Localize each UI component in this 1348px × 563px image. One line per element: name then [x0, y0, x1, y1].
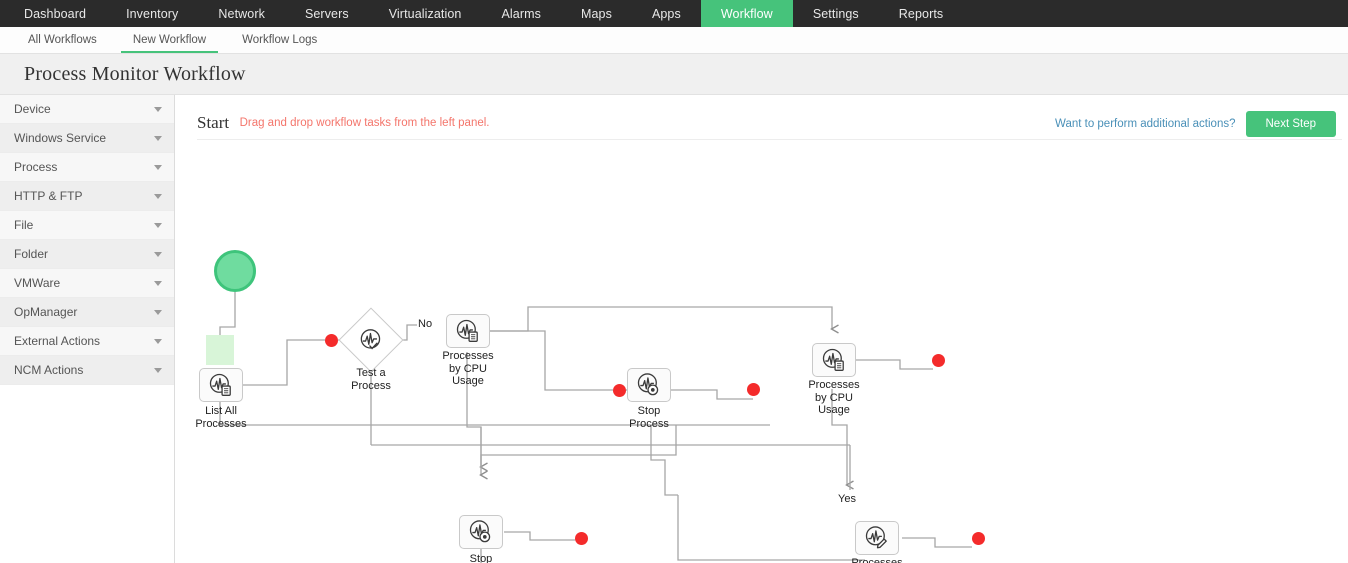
sidebar-item-label: File [14, 218, 34, 232]
gauge-list-icon [209, 373, 231, 396]
tab-new-workflow[interactable]: New Workflow [115, 27, 224, 53]
sidebar-item-process[interactable]: Process [0, 153, 174, 182]
topnav-label: Reports [898, 6, 944, 21]
sidebar-item-ncm-actions[interactable]: NCM Actions [0, 356, 174, 385]
chevron-down-icon[interactable] [154, 164, 162, 170]
drag-drop-hint: Drag and drop workflow tasks from the le… [239, 117, 490, 129]
sidebar-item-label: NCM Actions [14, 363, 84, 377]
topnav-item-network[interactable]: Network [198, 0, 285, 27]
sidebar-item-windows-service[interactable]: Windows Service [0, 124, 174, 153]
canvas-header: Start Drag and drop workflow tasks from … [197, 111, 1342, 139]
topnav-item-workflow[interactable]: Workflow [700, 0, 793, 27]
edge-label-no: No [418, 318, 433, 330]
topnav-item-apps[interactable]: Apps [632, 0, 701, 27]
connector-endpoint-dot[interactable] [613, 384, 626, 397]
connector-endpoint-dot[interactable] [575, 532, 588, 545]
chevron-down-icon[interactable] [154, 106, 162, 112]
topnav-item-maps[interactable]: Maps [561, 0, 632, 27]
sidebar-item-label: External Actions [14, 334, 101, 348]
tab-label: New Workflow [132, 34, 207, 46]
sidebar-item-label: HTTP & FTP [14, 189, 83, 203]
topnav-label: Maps [580, 6, 612, 21]
drop-target-highlight[interactable] [206, 335, 234, 365]
sidebar-item-opmanager[interactable]: OpManager [0, 298, 174, 327]
chevron-down-icon[interactable] [154, 367, 162, 373]
gauge-list-icon [822, 348, 844, 371]
chevron-down-icon[interactable] [154, 309, 162, 315]
sub-tab-bar: All Workflows New Workflow Workflow Logs [0, 27, 1348, 54]
sidebar-item-http-ftp[interactable]: HTTP & FTP [0, 182, 174, 211]
node-processes-by-cpu-usage-1[interactable] [446, 314, 490, 348]
chevron-down-icon[interactable] [154, 280, 162, 286]
sidebar-item-label: OpManager [14, 305, 78, 319]
node-stop-process-2[interactable] [459, 515, 503, 549]
topnav-item-alarms[interactable]: Alarms [481, 0, 561, 27]
sidebar-item-label: Process [14, 160, 58, 174]
sidebar-item-label: VMWare [14, 276, 61, 290]
start-heading: Start [197, 113, 230, 132]
topnav-item-inventory[interactable]: Inventory [106, 0, 198, 27]
node-stop-process-1[interactable] [627, 368, 671, 402]
node-test-a-process-icon-wrap [358, 327, 384, 353]
tab-all-workflows[interactable]: All Workflows [10, 27, 115, 53]
sidebar-item-label: Windows Service [14, 131, 107, 145]
topnav-label: Dashboard [24, 6, 87, 21]
gauge-stop-icon [469, 520, 491, 543]
page-title-bar: Process Monitor Workflow [0, 54, 1348, 95]
topnav-label: Settings [812, 6, 859, 21]
tab-workflow-logs[interactable]: Workflow Logs [224, 27, 335, 53]
gauge-stop-icon [637, 373, 659, 396]
topnav-label: Network [218, 6, 265, 21]
topnav-label: Workflow [720, 6, 773, 21]
tab-label: Workflow Logs [242, 34, 318, 46]
topnav-item-reports[interactable]: Reports [879, 0, 963, 27]
connector-endpoint-dot[interactable] [932, 354, 945, 367]
connector-endpoint-dot[interactable] [972, 532, 985, 545]
edge-label-yes: Yes [838, 493, 856, 505]
additional-actions-link[interactable]: Want to perform additional actions? [1055, 118, 1236, 130]
workflow-start-node[interactable] [214, 250, 256, 292]
chevron-down-icon[interactable] [154, 338, 162, 344]
gauge-list-icon [456, 319, 478, 342]
gauge-write-icon [865, 526, 887, 549]
node-processes-by-disk-write[interactable] [855, 521, 899, 555]
sidebar-item-file[interactable]: File [0, 211, 174, 240]
header-divider [197, 139, 1342, 140]
workflow-canvas[interactable]: Start Drag and drop workflow tasks from … [175, 95, 1348, 563]
topnav-label: Virtualization [388, 6, 462, 21]
canvas-header-actions: Want to perform additional actions? Next… [1055, 111, 1336, 137]
topnav-item-servers[interactable]: Servers [285, 0, 369, 27]
page-title: Process Monitor Workflow [24, 62, 246, 85]
next-step-button[interactable]: Next Step [1245, 111, 1336, 137]
sidebar-item-folder[interactable]: Folder [0, 240, 174, 269]
tab-label: All Workflows [28, 34, 97, 46]
chevron-down-icon[interactable] [154, 193, 162, 199]
task-palette-sidebar: Device Windows Service Process HTTP & FT… [0, 95, 175, 563]
sidebar-item-vmware[interactable]: VMWare [0, 269, 174, 298]
gauge-check-icon [360, 329, 381, 350]
node-list-all-processes[interactable] [199, 368, 243, 402]
topnav-item-settings[interactable]: Settings [793, 0, 879, 27]
chevron-down-icon[interactable] [154, 222, 162, 228]
sidebar-item-device[interactable]: Device [0, 95, 174, 124]
topnav-label: Apps [651, 6, 681, 21]
topnav-item-virtualization[interactable]: Virtualization [369, 0, 482, 27]
sidebar-item-label: Device [14, 102, 51, 116]
sidebar-item-external-actions[interactable]: External Actions [0, 327, 174, 356]
topnav-label: Alarms [501, 6, 541, 21]
top-navigation: Dashboard Inventory Network Servers Virt… [0, 0, 1348, 27]
topnav-item-dashboard[interactable]: Dashboard [4, 0, 106, 27]
chevron-down-icon[interactable] [154, 251, 162, 257]
topnav-label: Servers [304, 6, 349, 21]
sidebar-item-label: Folder [14, 247, 49, 261]
connector-endpoint-dot[interactable] [325, 334, 338, 347]
node-processes-by-cpu-usage-2[interactable] [812, 343, 856, 377]
chevron-down-icon[interactable] [154, 135, 162, 141]
topnav-label: Inventory [126, 6, 179, 21]
connector-endpoint-dot[interactable] [747, 383, 760, 396]
